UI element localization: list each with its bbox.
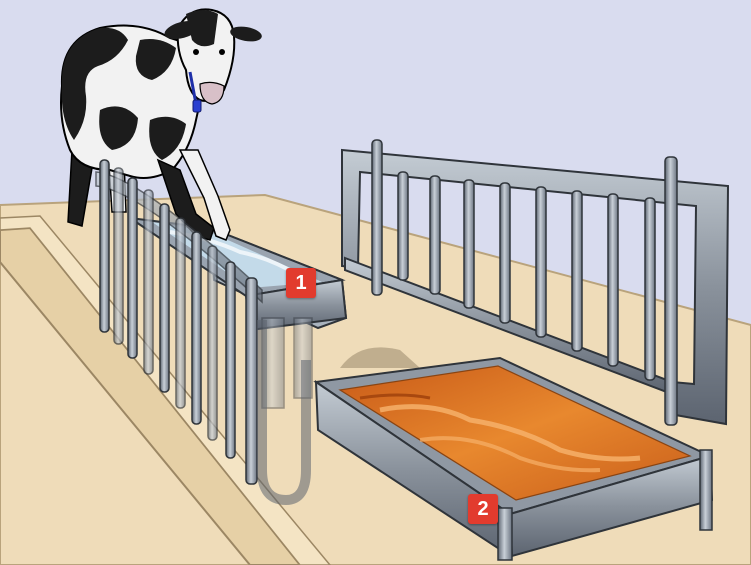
marker-feed-trough: 2: [468, 494, 498, 524]
marker-water-trough: 1: [286, 268, 316, 298]
